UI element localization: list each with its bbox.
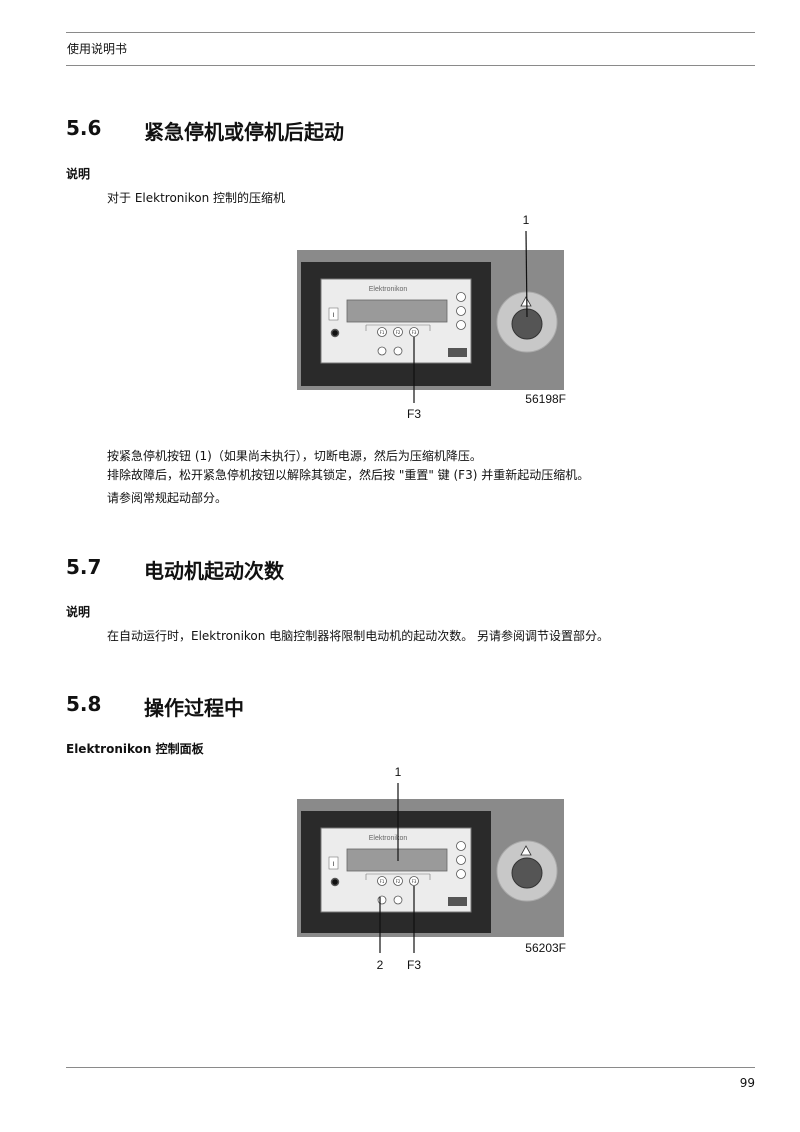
section-number: 5.8: [66, 692, 102, 716]
f1-key[interactable]: [377, 327, 387, 337]
f2-key[interactable]: [393, 876, 403, 886]
arrow-down-key[interactable]: [456, 320, 466, 330]
stop-key[interactable]: [393, 346, 403, 356]
paragraph: 在自动运行时，Elektronikon 电脑控制器将限制电动机的起动次数。 另请…: [107, 629, 610, 643]
section-subheading: Elektronikon 控制面板: [66, 742, 204, 756]
lcd-display: [346, 299, 448, 323]
enter-key[interactable]: [456, 855, 466, 865]
f2-key[interactable]: [393, 327, 403, 337]
header-rule-bottom: [66, 65, 755, 66]
emergency-stop-button[interactable]: [511, 857, 543, 889]
paragraph: 排除故障后，松开紧急停机按钮以解除其锁定，然后按 "重置" 键 (F3) 并重新…: [107, 468, 590, 482]
figure-code: 56198F: [525, 392, 566, 406]
start-key[interactable]: [377, 895, 387, 905]
stop-key[interactable]: [393, 895, 403, 905]
figure-control-panel: 1 Elektronikon F1 F2 F3 I 2 F3 56203F: [297, 765, 566, 972]
enter-key[interactable]: [456, 306, 466, 316]
callout-f3: F3: [407, 958, 421, 972]
power-indicator-label: I: [333, 861, 335, 868]
page-number: 99: [739, 1076, 755, 1090]
callout-1: 1: [395, 765, 402, 779]
section-number: 5.6: [66, 116, 102, 140]
paragraph: 按紧急停机按钮 (1)（如果尚未执行），切断电源，然后为压缩机降压。: [107, 449, 482, 463]
section-subheading: 说明: [66, 605, 91, 619]
f3-key-label: F3: [412, 330, 417, 335]
start-key[interactable]: [377, 346, 387, 356]
status-led: [330, 328, 340, 338]
section-title: 操作过程中: [144, 696, 244, 720]
callout-1: 1: [523, 213, 530, 227]
f1-key-label: F1: [380, 330, 385, 335]
section-subheading: 说明: [66, 167, 91, 181]
f2-key-label: F2: [396, 330, 401, 335]
callout-f3: F3: [407, 407, 421, 421]
f3-key[interactable]: [409, 327, 419, 337]
lcd-display: [346, 848, 448, 872]
controller-brand: Elektronikon: [369, 835, 408, 842]
section-intro: 对于 Elektronikon 控制的压缩机: [107, 191, 286, 205]
power-indicator-label: I: [333, 312, 335, 319]
controller-brand: Elektronikon: [369, 286, 408, 293]
warning-icon: [520, 845, 532, 856]
status-led: [330, 877, 340, 887]
figure-code: 56203F: [525, 941, 566, 955]
section-title: 电动机起动次数: [144, 559, 284, 583]
footer-rule: [66, 1067, 755, 1068]
atlas-copco-logo: [448, 897, 467, 906]
power-indicator: [328, 856, 339, 870]
f2-key-label: F2: [396, 879, 401, 884]
section-title: 紧急停机或停机后起动: [144, 120, 344, 144]
arrow-up-key[interactable]: [456, 292, 466, 302]
section-number: 5.7: [66, 555, 102, 579]
f3-key-label: F3: [412, 879, 417, 884]
document-header-title: 使用说明书: [67, 42, 128, 56]
power-indicator: [328, 307, 339, 321]
f1-key[interactable]: [377, 876, 387, 886]
atlas-copco-logo: [448, 348, 467, 357]
arrow-up-key[interactable]: [456, 841, 466, 851]
header-rule-top: [66, 32, 755, 33]
warning-icon: [520, 296, 532, 307]
figure-emergency-stop: 1 Elektronikon F1 F2 F3 I F3 56198F: [297, 213, 566, 421]
callout-2: 2: [377, 958, 384, 972]
f1-key-label: F1: [380, 879, 385, 884]
paragraph: 请参阅常规起动部分。: [107, 491, 228, 505]
arrow-down-key[interactable]: [456, 869, 466, 879]
f3-key[interactable]: [409, 876, 419, 886]
